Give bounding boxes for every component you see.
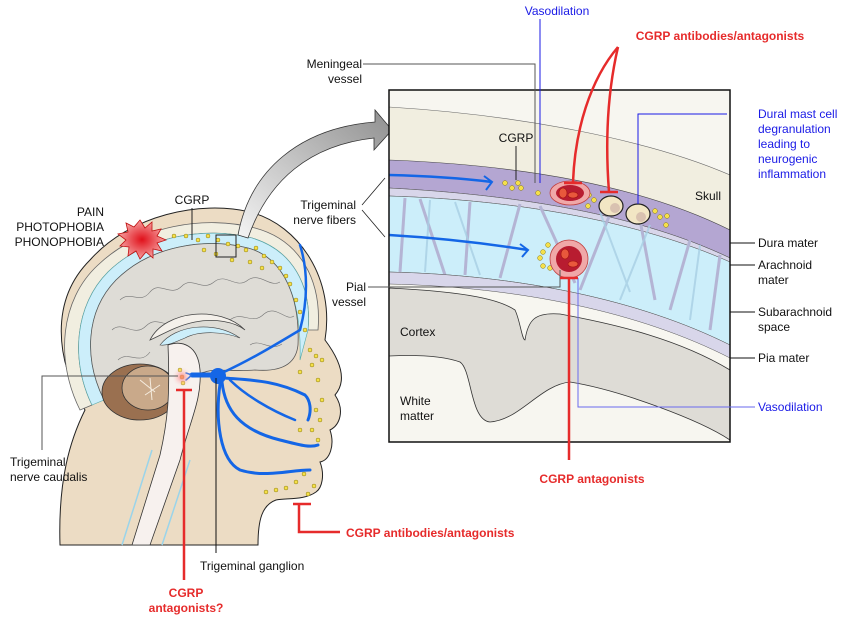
cerebellum — [101, 363, 179, 421]
pial-vessel — [549, 239, 589, 279]
white-matter-label-2: matter — [400, 409, 434, 423]
leader-lines — [41, 19, 755, 580]
cortex-label: Cortex — [400, 325, 435, 339]
pial-vessel-label-1: Pial — [346, 280, 366, 294]
skull-label: Skull — [695, 189, 721, 203]
symptom-photophobia: PHOTOPHOBIA — [16, 220, 104, 234]
subarachnoid-label-1: Subarachnoid — [758, 305, 832, 319]
trigeminal-ganglion-label: Trigeminal ganglion — [200, 559, 304, 573]
trigeminal-nerve — [185, 243, 320, 476]
meningeal-vessel-label-2: vessel — [328, 72, 362, 86]
trigeminal-caudalis-label-2: nerve caudalis — [10, 470, 87, 484]
corpus-callosum — [149, 313, 246, 341]
trigeminal-caudalis-label-1: Trigeminal — [10, 455, 66, 469]
cgrp-antibodies-bottom-label: CGRP antibodies/antagonists — [346, 526, 515, 540]
inset-panel — [388, 89, 731, 443]
cgrp-antagonists-label: CGRP antagonists — [539, 472, 644, 486]
white-matter-label-1: White — [400, 394, 431, 408]
pia-mater-label: Pia mater — [758, 351, 809, 365]
arachnoid-label-2: mater — [758, 273, 789, 287]
cgrp-antagonists-q-label-1: CGRP — [169, 586, 204, 600]
pial-nerve-fiber — [389, 233, 529, 252]
pain-burst-icon — [117, 219, 168, 260]
mast-cell-label-4: neurogenic — [758, 152, 817, 166]
cgrp-inset-label: CGRP — [499, 131, 534, 145]
meningeal-vessel — [549, 180, 591, 206]
cgrp-dots-head — [171, 233, 325, 497]
text-labels: Vasodilation CGRP antibodies/antagonists… — [10, 4, 837, 615]
pial-vessel-label-2: vessel — [332, 295, 366, 309]
caudalis-glow — [172, 367, 192, 387]
cgrp-head-label: CGRP — [175, 193, 210, 207]
cgrp-antibodies-top-label: CGRP antibodies/antagonists — [636, 29, 805, 43]
mast-cell-label-2: degranulation — [758, 122, 831, 136]
zoom-box — [215, 234, 237, 258]
ventricle — [159, 326, 241, 346]
cgrp-antagonists-q-label-2: antagonists? — [149, 601, 224, 615]
head-illustration — [59, 207, 343, 546]
mast-cell-label-3: leading to — [758, 137, 810, 151]
symptom-phonophobia: PHONOPHOBIA — [15, 235, 104, 249]
arachnoid-label-1: Arachnoid — [758, 258, 812, 272]
subarachnoid-label-2: space — [758, 320, 790, 334]
meningeal-vessel-label-1: Meningeal — [307, 57, 362, 71]
vasodilation-top-label: Vasodilation — [525, 4, 590, 18]
mast-cell-label-5: inflammation — [758, 167, 826, 181]
symptom-pain: PAIN — [77, 205, 104, 219]
trigeminal-fibers-label-1: Trigeminal — [300, 198, 356, 212]
vasodilation-right-label: Vasodilation — [758, 400, 823, 414]
dura-mater-label: Dura mater — [758, 236, 818, 250]
dural-nerve-fiber — [389, 173, 493, 184]
cgrp-dots-inset — [502, 180, 670, 271]
trigeminal-fibers-label-2: nerve fibers — [293, 213, 356, 227]
mast-cell-label-1: Dural mast cell — [758, 107, 837, 121]
inset-border — [388, 89, 731, 443]
